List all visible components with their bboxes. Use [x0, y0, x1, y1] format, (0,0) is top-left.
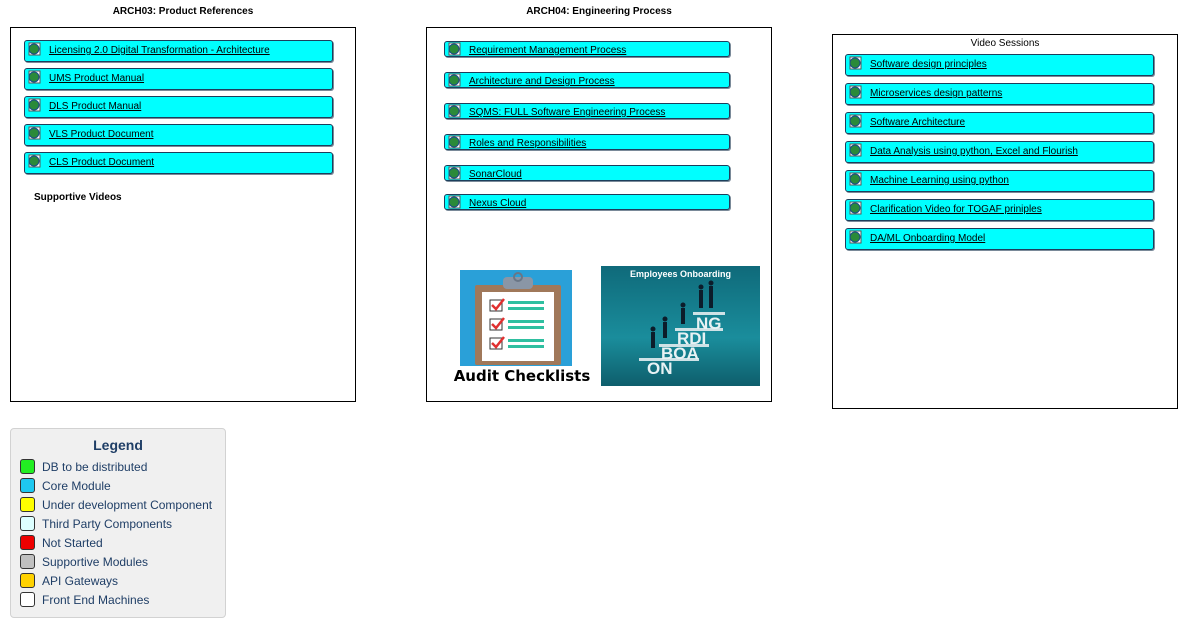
document-globe-icon [448, 42, 461, 56]
item-label: DLS Product Manual [49, 101, 142, 112]
video-item-software-architecture[interactable]: Software Architecture [845, 112, 1154, 134]
legend-label: Supportive Modules [42, 555, 149, 569]
document-globe-icon [28, 154, 41, 168]
onboarding-letter-ng: NG [696, 314, 722, 333]
legend-label: DB to be distributed [42, 460, 148, 474]
video-item-daml-onboarding[interactable]: DA/ML Onboarding Model [845, 228, 1154, 250]
arch04-item-nexus[interactable]: Nexus Cloud [444, 194, 730, 210]
item-label: Licensing 2.0 Digital Transformation - A… [49, 45, 270, 56]
legend-swatch [20, 459, 35, 474]
document-globe-icon [28, 70, 41, 84]
arch04-item-sonarcloud[interactable]: SonarCloud [444, 165, 730, 181]
item-label: Software design principles [870, 59, 987, 70]
legend-label: Not Started [42, 536, 103, 550]
item-label: Requirement Management Process [469, 45, 627, 56]
item-label: Data Analysis using python, Excel and Fl… [870, 146, 1078, 157]
document-globe-icon [448, 73, 461, 87]
document-globe-icon [849, 143, 862, 157]
item-label: Microservices design patterns [870, 88, 1003, 99]
audit-caption: Audit Checklists [453, 367, 591, 385]
arch03-title: ARCH03: Product References [112, 6, 254, 17]
legend-label: Core Module [42, 479, 111, 493]
document-globe-icon [849, 56, 862, 70]
document-globe-icon [849, 114, 862, 128]
item-label: Clarification Video for TOGAF priniples [870, 204, 1042, 215]
arch03-item-licensing[interactable]: Licensing 2.0 Digital Transformation - A… [24, 40, 333, 62]
item-label: SonarCloud [469, 169, 522, 180]
item-label: DA/ML Onboarding Model [870, 233, 986, 244]
legend-swatch [20, 516, 35, 531]
legend-label: Third Party Components [42, 517, 173, 531]
arch04-item-architecture[interactable]: Architecture and Design Process [444, 72, 730, 88]
document-globe-icon [448, 195, 461, 209]
document-globe-icon [849, 172, 862, 186]
item-label: Roles and Responsibilities [469, 138, 587, 149]
video-item-togaf[interactable]: Clarification Video for TOGAF priniples [845, 199, 1154, 221]
video-item-microservices[interactable]: Microservices design patterns [845, 83, 1154, 105]
arch04-title: ARCH04: Engineering Process [526, 6, 672, 17]
document-globe-icon [28, 98, 41, 112]
legend-swatch [20, 497, 35, 512]
legend-label: API Gateways [42, 574, 119, 588]
arch03-item-vls[interactable]: VLS Product Document [24, 124, 333, 146]
clipboard-checklist-icon [460, 270, 572, 366]
arch04-item-roles[interactable]: Roles and Responsibilities [444, 134, 730, 150]
video-item-machine-learning[interactable]: Machine Learning using python [845, 170, 1154, 192]
legend-label: Under development Component [42, 498, 213, 512]
document-globe-icon [849, 85, 862, 99]
item-label: Nexus Cloud [469, 198, 527, 209]
audit-checklist-image[interactable]: Audit Checklists [446, 270, 598, 386]
document-globe-icon [28, 126, 41, 140]
item-label: CLS Product Document [49, 157, 155, 168]
onboarding-letter-boa: BOA [661, 344, 699, 363]
legend-swatch [20, 573, 35, 588]
legend-label: Front End Machines [42, 593, 150, 607]
legend-swatch [20, 535, 35, 550]
item-label: Architecture and Design Process [469, 76, 615, 87]
video-item-design-principles[interactable]: Software design principles [845, 54, 1154, 76]
onboarding-letter-rdi: RDI [677, 329, 707, 348]
item-label: Software Architecture [870, 117, 966, 128]
onboarding-letter-on: ON [647, 359, 673, 378]
document-globe-icon [448, 104, 461, 118]
document-globe-icon [448, 135, 461, 149]
onboarding-caption: Employees Onboarding [629, 269, 732, 279]
document-globe-icon [849, 230, 862, 244]
legend-swatch [20, 554, 35, 569]
video-sessions-package[interactable]: Video Sessions Software design principle… [832, 34, 1178, 409]
item-label: UMS Product Manual [49, 73, 145, 84]
arch03-item-ums[interactable]: UMS Product Manual [24, 68, 333, 90]
document-globe-icon [849, 201, 862, 215]
supportive-videos-note: Supportive Videos [34, 192, 122, 203]
employees-onboarding-image[interactable]: Employees Onboarding ON BOA RDI NG [601, 266, 760, 386]
legend: Legend DB to be distributed Core Module … [10, 428, 226, 618]
arch03-item-dls[interactable]: DLS Product Manual [24, 96, 333, 118]
arch04-item-sqms[interactable]: SQMS: FULL Software Engineering Process [444, 103, 730, 119]
legend-title: Legend [93, 437, 143, 453]
document-globe-icon [28, 42, 41, 56]
video-sessions-title: Video Sessions [970, 38, 1040, 49]
legend-swatch [20, 592, 35, 607]
arch03-package[interactable]: Licensing 2.0 Digital Transformation - A… [10, 27, 356, 402]
item-label: Machine Learning using python [870, 175, 1009, 186]
legend-swatch [20, 478, 35, 493]
onboarding-stairs-illustration [639, 280, 725, 361]
document-globe-icon [448, 166, 461, 180]
arch03-item-cls[interactable]: CLS Product Document [24, 152, 333, 174]
video-item-data-analysis[interactable]: Data Analysis using python, Excel and Fl… [845, 141, 1154, 163]
arch04-item-requirement[interactable]: Requirement Management Process [444, 41, 730, 57]
item-label: VLS Product Document [49, 129, 154, 140]
item-label: SQMS: FULL Software Engineering Process [469, 107, 666, 118]
arch04-package[interactable]: Requirement Management Process Architect… [426, 27, 772, 402]
